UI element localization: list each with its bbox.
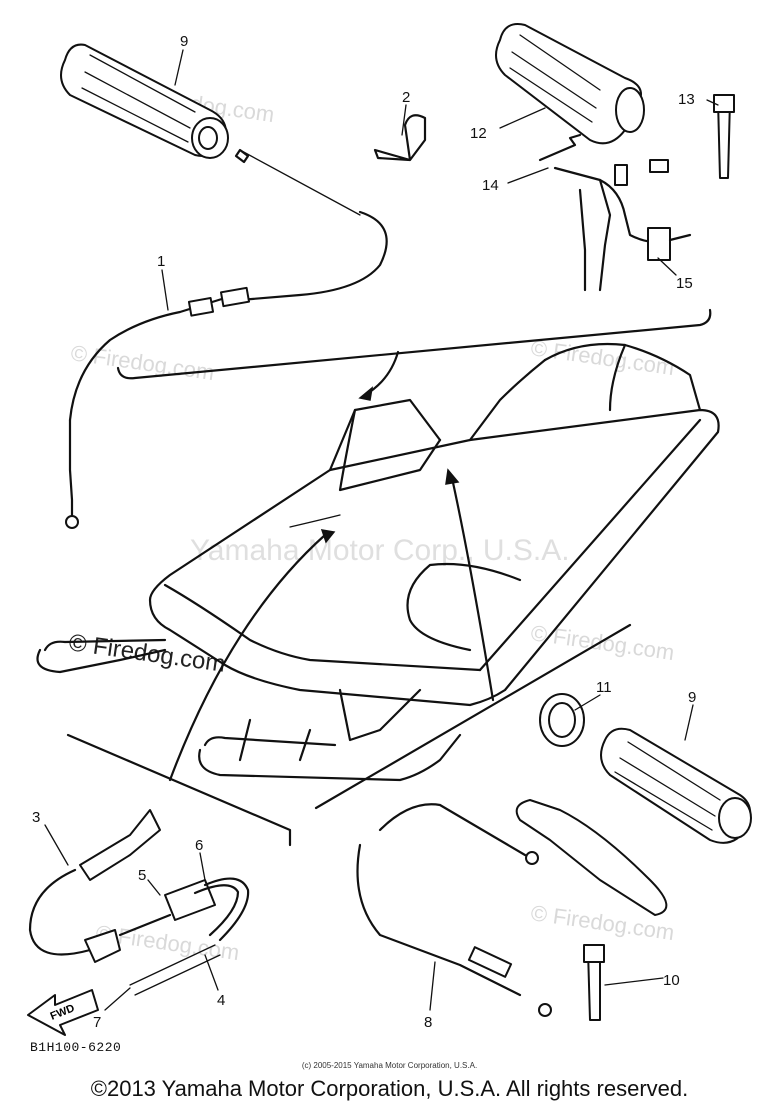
callout-6: 6 [195,837,203,854]
part-grip-left [60,43,229,159]
part-brake-cable [356,803,552,1017]
part-cable-tie-lower [583,944,605,1021]
callout-labels: 9 2 12 13 14 15 1 11 9 3 6 5 4 7 8 10 [32,33,696,1031]
part-clip [373,114,427,162]
callout-15: 15 [676,275,693,292]
copyright-notice: ©2013 Yamaha Motor Corporation, U.S.A. A… [90,1076,689,1101]
callout-10: 10 [663,972,680,989]
callout-11: 11 [596,679,612,696]
snowmobile-body [36,342,720,782]
part-brake-lever [515,799,668,916]
watermark-center: Yamaha Motor Corp., U.S.A. [190,534,570,567]
part-wiring [538,133,692,292]
section-dividers [66,308,712,847]
callout-12: 12 [470,125,487,142]
callout-7: 7 [93,1014,101,1031]
watermark-firedog-middle-right: © Firedog.com [529,620,676,665]
part-grip-right [600,727,752,844]
callout-3: 3 [32,809,40,826]
callout-5: 5 [138,867,146,884]
part-choke-cable [28,809,250,996]
part-cable-tie [713,94,735,179]
callout-4: 4 [217,992,225,1009]
callout-1: 1 [157,253,165,270]
callout-9-right: 9 [688,689,696,706]
callout-14: 14 [482,177,499,194]
callout-8: 8 [424,1014,432,1031]
callout-9-top: 9 [180,33,188,50]
fwd-arrow: FWD [27,989,99,1036]
callout-leaders [44,49,719,1011]
part-ring [539,693,585,747]
diagram-code: B1H100-6220 [30,1040,122,1055]
leader-arrows [168,350,495,782]
part-throttle-cable [65,148,388,529]
callout-2: 2 [402,89,410,106]
small-copyright: (c) 2005-2015 Yamaha Motor Corporation, … [301,1061,478,1070]
callout-13: 13 [678,91,695,108]
part-grip-right-top [495,23,645,145]
